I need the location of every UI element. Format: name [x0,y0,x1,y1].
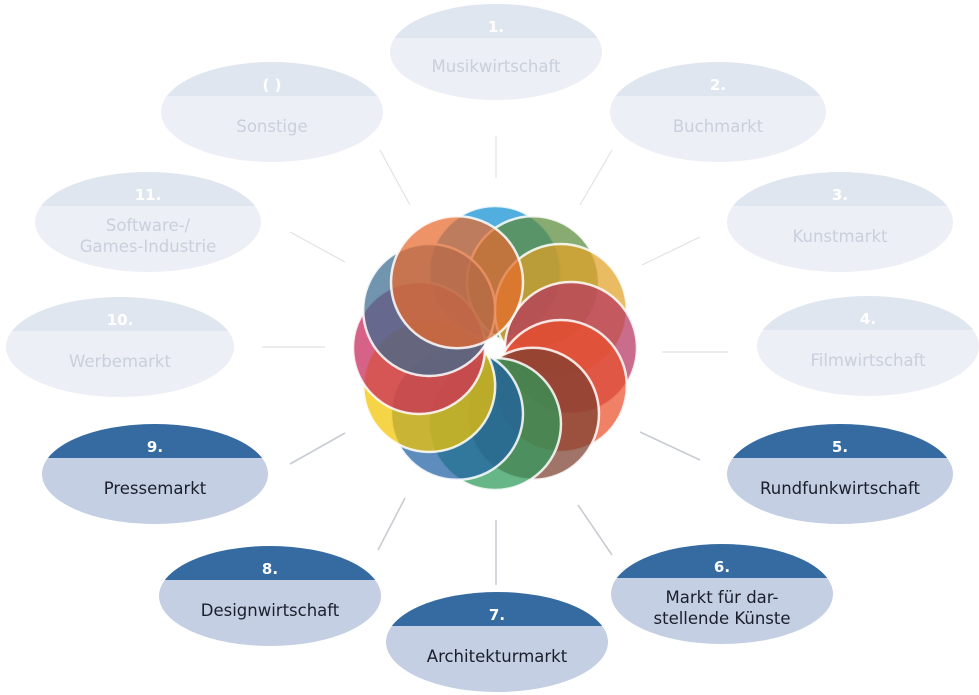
connector-line-n12 [379,149,411,206]
node-number: 6. [611,544,833,578]
connector-line-n5 [639,431,701,461]
node-label: Musikwirtschaft [431,56,561,76]
connector-line-n6 [577,504,613,556]
connector-line-n8 [377,497,406,551]
node-label: Architekturmarkt [426,646,568,666]
market-node-n10: 10. Werbemarkt [6,297,234,397]
connector-line-n3 [641,236,701,266]
node-number: 4. [757,296,979,330]
node-number: 3. [727,172,953,206]
node-label: Rundfunkwirtschaft [760,478,920,498]
connector-line-n11 [289,231,346,263]
market-node-n3: 3. Kunstmarkt [727,172,953,272]
node-label: Sonstige [236,116,308,136]
node-number: ( ) [161,62,383,96]
node-number: 2. [610,62,826,96]
node-label: Pressemarkt [103,478,207,498]
node-label: Buchmarkt [672,116,764,136]
market-node-n1: 1. Musikwirtschaft [390,4,602,100]
market-node-n5: 5. Rundfunkwirtschaft [727,424,953,524]
node-label: Designwirtschaft [200,600,340,620]
node-number: 1. [390,4,602,38]
market-node-n8: 8. Designwirtschaft [159,546,381,646]
market-node-n2: 2. Buchmarkt [610,62,826,162]
node-label: Kunstmarkt [792,226,888,246]
market-node-n12: ( ) Sonstige [161,62,383,162]
node-number: 7. [386,592,608,626]
node-number: 8. [159,546,381,580]
market-node-n7: 7. Architekturmarkt [386,592,608,692]
market-node-n6: 6. Markt für dar- stellende Künste [611,544,833,644]
node-number: 11. [35,172,261,206]
node-number: 5. [727,424,953,458]
node-label: Filmwirtschaft [810,350,926,370]
node-label: Markt für dar- stellende Künste [653,588,791,628]
rosette-petal [389,214,525,350]
market-node-n9: 9. Pressemarkt [42,424,268,524]
node-label: Werbemarkt [69,351,171,371]
node-number: 10. [6,297,234,331]
node-label: Software-/ Games-Industrie [79,216,217,256]
market-node-n4: 4. Filmwirtschaft [757,296,979,396]
connector-line-n9 [289,432,346,465]
market-node-n11: 11. Software-/ Games-Industrie [35,172,261,272]
node-number: 9. [42,424,268,458]
connector-line-n2 [579,149,613,206]
